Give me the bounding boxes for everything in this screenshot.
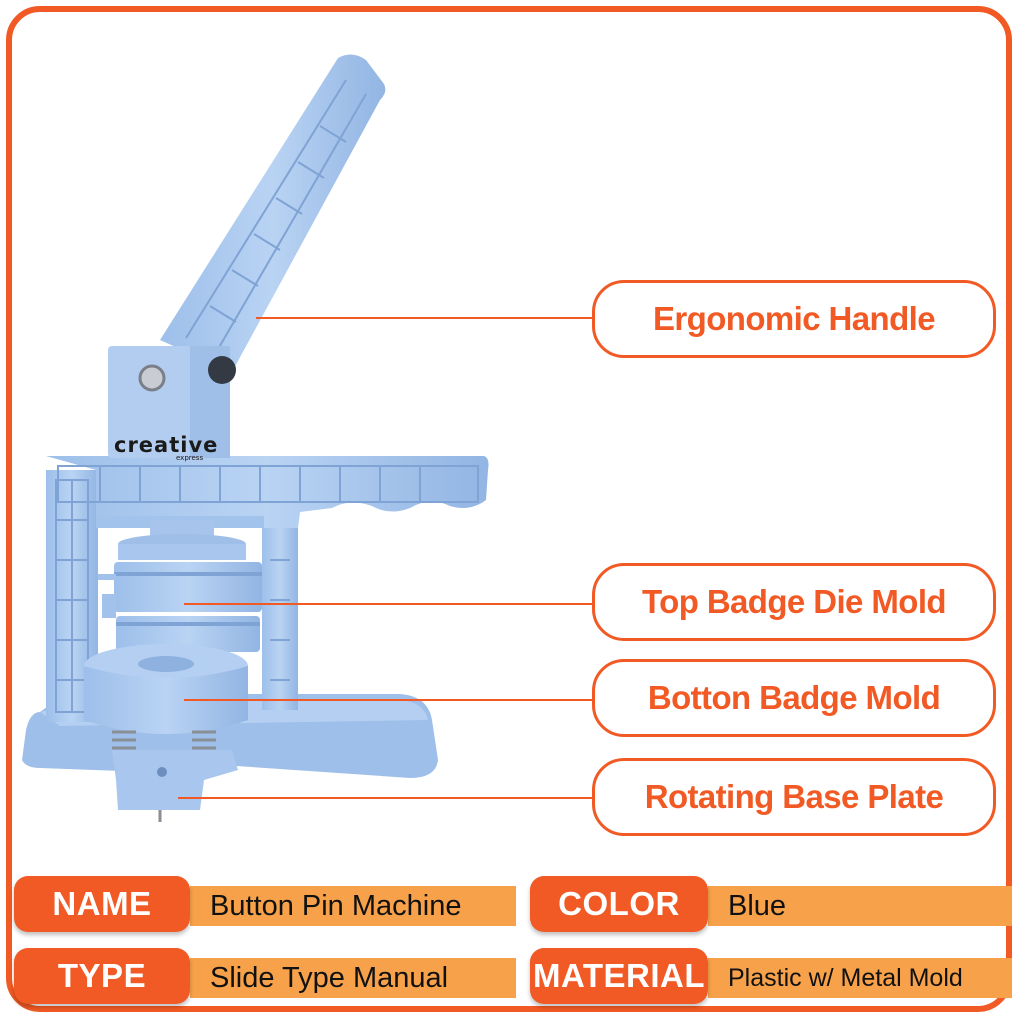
handle-assembly: creative express xyxy=(108,54,386,462)
rotating-base-plate xyxy=(112,750,238,822)
brand-logo: creative xyxy=(114,433,218,457)
spec-color-key: COLOR xyxy=(530,876,708,932)
spec-material-key: MATERIAL xyxy=(530,948,708,1004)
spec-name-key: NAME xyxy=(14,876,190,932)
brand-logo-sub: express xyxy=(176,454,203,462)
callout-bottom-badge-mold: Botton Badge Mold xyxy=(592,659,996,737)
callout-rotating-base-plate: Rotating Base Plate xyxy=(592,758,996,836)
spec-color-value: Blue xyxy=(708,886,1012,926)
spec-material-value: Plastic w/ Metal Mold xyxy=(708,958,1012,998)
machine-frame xyxy=(46,456,489,722)
spec-type-value: Slide Type Manual xyxy=(190,958,516,998)
bottom-badge-mold xyxy=(84,644,248,750)
leader-line-base-plate xyxy=(178,797,592,799)
callout-top-badge-die-mold: Top Badge Die Mold xyxy=(592,563,996,641)
callout-ergonomic-handle: Ergonomic Handle xyxy=(592,280,996,358)
leader-line-top-die xyxy=(184,603,592,605)
spec-type-key: TYPE xyxy=(14,948,190,1004)
page-border xyxy=(6,6,1012,1012)
spec-name-value: Button Pin Machine xyxy=(190,886,516,926)
top-badge-die-mold xyxy=(98,520,262,652)
leader-line-bottom-mold xyxy=(184,699,592,701)
leader-line-handle xyxy=(256,317,592,319)
